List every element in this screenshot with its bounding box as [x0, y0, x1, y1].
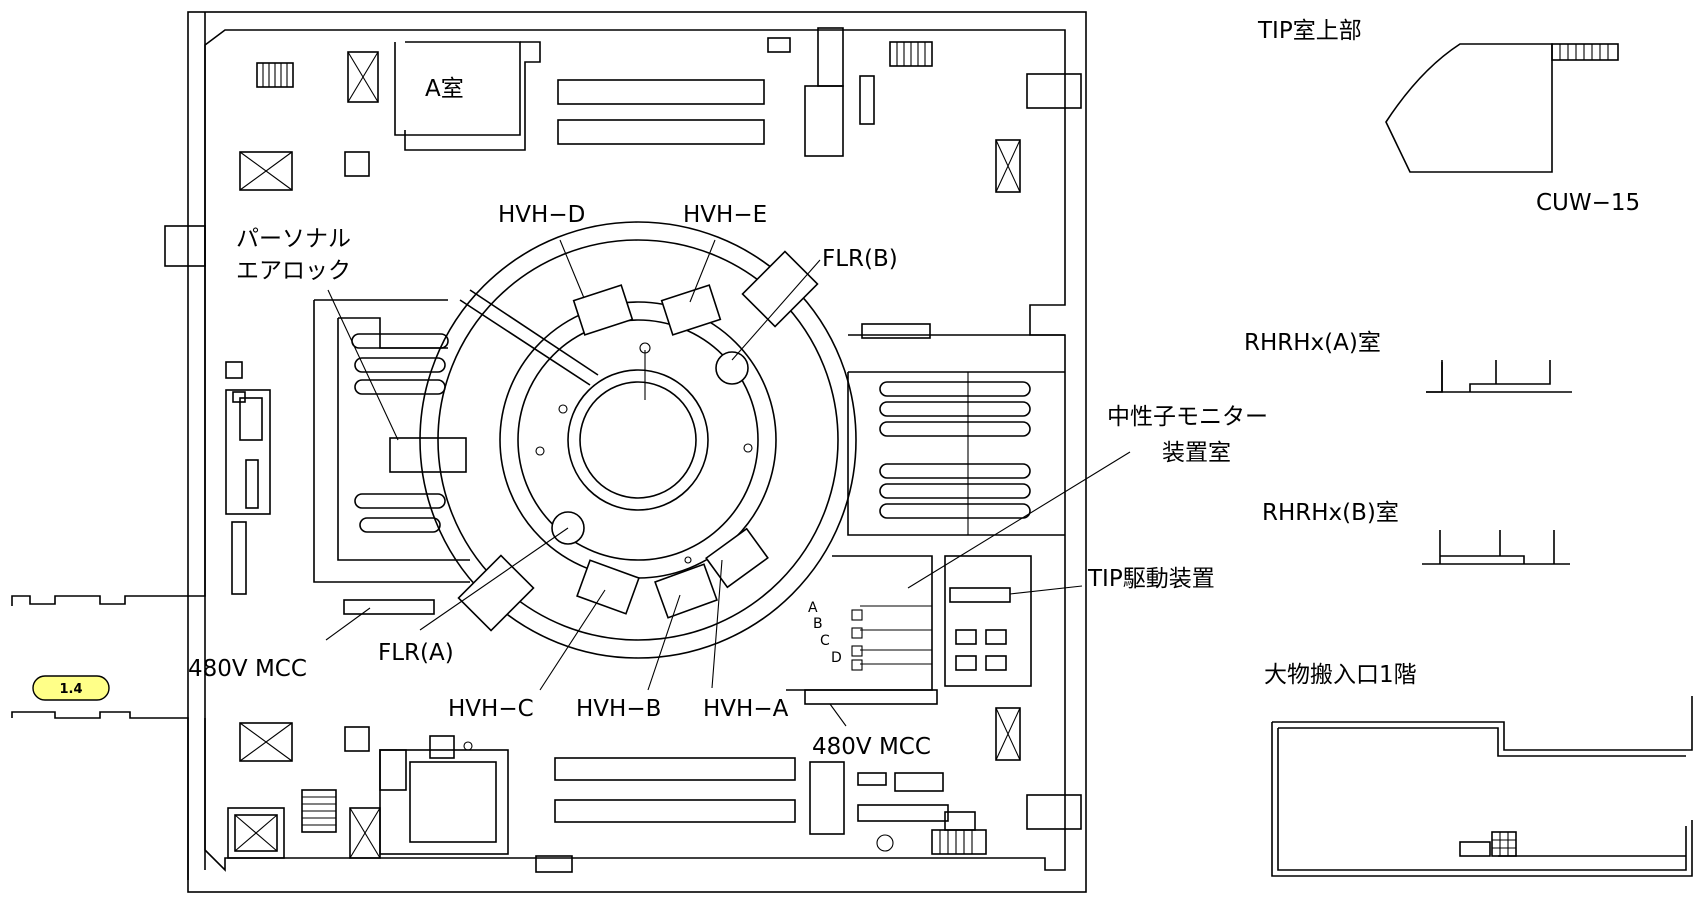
inset-rhrhx-b: RHRHx(B)室: [1262, 500, 1570, 565]
mcc-right-label: 480V MCC: [812, 734, 931, 760]
hvh-c-label: HVH−C: [448, 696, 534, 722]
room-a-label: A室: [425, 76, 464, 102]
plan-labels: パーソナル エアロック HVH−D HVH−E FLR(B) FLR(A) HV…: [188, 202, 1268, 760]
personal-airlock-label-2: エアロック: [236, 258, 351, 284]
left-corridor: [11, 12, 206, 880]
flr-b-unit: [741, 250, 819, 328]
inset-rhrhx-a: RHRHx(A)室: [1244, 330, 1572, 393]
rhrhx-b-label: RHRHx(B)室: [1262, 500, 1399, 526]
valve-letter-b: B: [813, 616, 823, 632]
elevation-badge: 1.4: [32, 675, 110, 701]
neutron-monitor-label-2: 装置室: [1162, 440, 1231, 466]
misc-equipment: [164, 27, 1082, 873]
rhrhx-a-label: RHRHx(A)室: [1244, 330, 1381, 356]
personal-airlock-box: [389, 437, 467, 473]
badge-pill: [32, 675, 110, 701]
neutron-monitor-label-1: 中性子モニター: [1107, 404, 1268, 430]
hvh-units: [457, 250, 819, 632]
tip-drive-label: TIP駆動装置: [1087, 566, 1215, 592]
flr-a-label: FLR(A): [378, 640, 454, 666]
valve-letter-a: A: [808, 600, 818, 616]
tip-room-upper-label: TIP室上部: [1257, 18, 1362, 44]
valve-letter-c: C: [820, 633, 830, 649]
hvh-a-unit: [705, 527, 769, 589]
hvh-c-unit: [576, 559, 640, 615]
room-a: A室: [394, 41, 541, 151]
large-entrance-label: 大物搬入口1階: [1264, 662, 1417, 688]
hvh-a-label: HVH−A: [703, 696, 789, 722]
inset-large-entrance: 大物搬入口1階: [1264, 662, 1693, 877]
hvh-b-label: HVH−B: [576, 696, 661, 722]
flr-a-unit: [457, 554, 535, 632]
shield-structure: [313, 299, 470, 583]
valve-letter-d: D: [831, 650, 842, 666]
inset-tip-room: TIP室上部 CUW−15: [1257, 18, 1640, 216]
hvh-d-unit: [572, 284, 634, 336]
mcc-left-label: 480V MCC: [188, 656, 307, 682]
building-outline: [187, 11, 1087, 893]
pipe-bundle: [847, 334, 1065, 536]
cuw15-label: CUW−15: [1536, 190, 1640, 216]
hvh-e-label: HVH−E: [683, 202, 767, 228]
flr-b-label: FLR(B): [822, 246, 898, 272]
leader-lines: [325, 239, 1131, 727]
personal-airlock-label-1: パーソナル: [236, 226, 351, 252]
hvh-d-label: HVH−D: [498, 202, 585, 228]
neutron-monitor-room: A B C D: [786, 555, 1032, 691]
hvh-b-unit: [654, 563, 718, 619]
hvh-e-unit: [660, 284, 722, 336]
vent-grilles: [256, 41, 987, 855]
badge-text: 1.4: [59, 682, 82, 697]
reactor-containment: [419, 221, 857, 659]
